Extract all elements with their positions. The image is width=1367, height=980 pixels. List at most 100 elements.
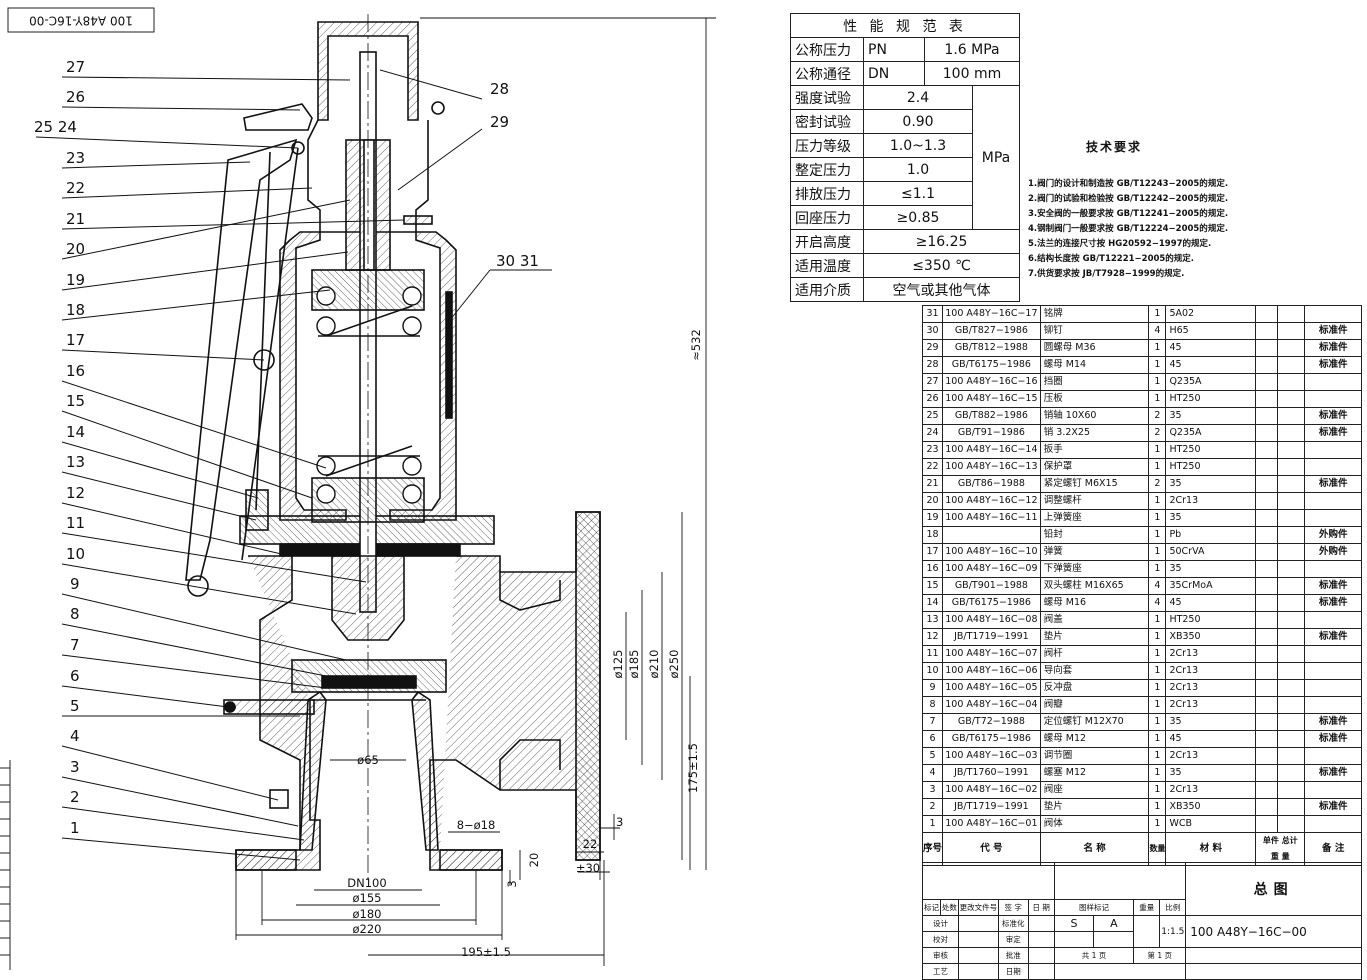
bom-cell-unit-weight: [1255, 509, 1278, 527]
bom-header-weight-label: 重 量: [1270, 852, 1290, 861]
bom-cell-name: 导向套: [1039, 662, 1150, 680]
bom-cell-total-weight: [1276, 577, 1306, 595]
bom-header-note: 备 注: [1304, 832, 1362, 866]
bom-cell-qty: 1: [1148, 815, 1167, 833]
dim-holes: 8−ø18: [457, 818, 496, 832]
bom-cell-note: 标准件: [1304, 475, 1362, 493]
bom-cell-unit-weight: [1255, 730, 1278, 748]
bom-cell-unit-weight: [1255, 526, 1278, 544]
bom-cell-no: 1: [921, 815, 944, 833]
bom-cell-qty: 1: [1148, 798, 1167, 816]
drawing-number-stamp: 100 A48Y-16C-00: [29, 14, 133, 28]
bom-cell-unit-weight: [1255, 662, 1278, 680]
bom-cell-note: 标准件: [1304, 407, 1362, 425]
performance-table-title: 性 能 规 范 表: [790, 13, 1020, 38]
callout-numbers: 1 2 3 4 5 6 7 8 9 10 11 12 13 14 15 16 1…: [34, 58, 539, 837]
performance-table: 性 能 规 范 表 公称压力 PN 1.6 MPa 公称通径 DN 100 mm: [790, 13, 1020, 86]
tb-scale: 1:1.5: [1159, 915, 1187, 948]
bom-cell-unit-weight: [1255, 713, 1278, 731]
callout-18: 18: [66, 301, 85, 319]
dimension-texts: ≈532 DN100 ø155 ø180 ø220 ø65 8−ø18 195±…: [347, 329, 703, 959]
bom-cell-material: 2Cr13: [1165, 645, 1257, 663]
bom-cell-no: 4: [921, 764, 944, 782]
perf-value: 100 mm: [924, 61, 1020, 86]
tech-item: 5.法兰的连接尺寸按 HG20592−1997的规定.: [1028, 239, 1212, 249]
bom-cell-qty: 2: [1148, 407, 1167, 425]
bom-cell-material: 50CrVA: [1165, 543, 1257, 561]
bom-header-name: 名 称: [1039, 832, 1150, 866]
bom-header-mat: 材 料: [1165, 832, 1257, 866]
tb-label-sign: 签 字: [997, 899, 1029, 916]
tb-label-date: 日 期: [1027, 899, 1055, 916]
bom-cell-no: 31: [921, 305, 944, 323]
bom-cell-note: 标准件: [1304, 577, 1362, 595]
perf-value: 2.4: [863, 85, 973, 110]
bom-cell-unit-weight: [1255, 747, 1278, 765]
bom-cell-name: 阀杆: [1039, 645, 1150, 663]
bom-cell-qty: 1: [1148, 696, 1167, 714]
bom-cell-material: HT250: [1165, 458, 1257, 476]
bom-cell-qty: 1: [1148, 373, 1167, 391]
callout-29: 29: [490, 113, 509, 131]
bom-cell-total-weight: [1276, 322, 1306, 340]
bom-cell-qty: 1: [1148, 390, 1167, 408]
bom-cell-code: GB/T812−1988: [942, 339, 1041, 357]
bom-cell-note: [1304, 747, 1362, 765]
dim-h175: 175±1.5: [686, 743, 700, 793]
bom-cell-code: GB/T72−1988: [942, 713, 1041, 731]
bom-cell-code: GB/T91−1986: [942, 424, 1041, 442]
bom-cell-name: 螺塞 M12: [1039, 764, 1150, 782]
bom-cell-total-weight: [1276, 798, 1306, 816]
bom-cell-qty: 4: [1148, 594, 1167, 612]
bom-cell-name: 调整螺杆: [1039, 492, 1150, 510]
perf-value: 空气或其他气体: [863, 277, 1020, 302]
tb-label-review: 审定: [997, 931, 1029, 948]
bom-cell-name: 铭牌: [1039, 305, 1150, 323]
perf-label: 密封试验: [790, 109, 864, 134]
bom-cell-total-weight: [1276, 475, 1306, 493]
bom-cell-material: HT250: [1165, 611, 1257, 629]
bom-cell-total-weight: [1276, 509, 1306, 527]
perf-label: 回座压力: [790, 205, 864, 230]
perf-value: 1.0: [863, 157, 973, 182]
bom-cell-total-weight: [1276, 305, 1306, 323]
callout-12: 12: [66, 484, 85, 502]
bom-cell-material: 2Cr13: [1165, 679, 1257, 697]
bom-cell-qty: 1: [1148, 747, 1167, 765]
bom-cell-material: XB350: [1165, 628, 1257, 646]
bom-cell-qty: 1: [1148, 611, 1167, 629]
perf-value: 1.6 MPa: [924, 37, 1020, 62]
bom-cell-total-weight: [1276, 458, 1306, 476]
callout-28: 28: [490, 80, 509, 98]
bom-cell-total-weight: [1276, 339, 1306, 357]
bom-cell-qty: 2: [1148, 424, 1167, 442]
tb-sheet: 第 1 页: [1133, 947, 1187, 964]
dim-d185: ø185: [627, 650, 641, 679]
bom-cell-name: 螺母 M16: [1039, 594, 1150, 612]
dim-d220: ø220: [353, 922, 382, 936]
perf-value: ≥0.85: [863, 205, 973, 230]
callout-3: 3: [70, 758, 80, 776]
bom-cell-note: [1304, 305, 1362, 323]
bom-cell-material: HT250: [1165, 441, 1257, 459]
bom-cell-unit-weight: [1255, 798, 1278, 816]
perf-label: 整定压力: [790, 157, 864, 182]
callout-15: 15: [66, 392, 85, 410]
bom-cell-no: 25: [921, 407, 944, 425]
tb-sheets: 共 1 页: [1053, 947, 1135, 964]
bom-cell-total-weight: [1276, 679, 1306, 697]
bom-cell-total-weight: [1276, 815, 1306, 833]
bom-cell-name: 调节圈: [1039, 747, 1150, 765]
bom-cell-material: 45: [1165, 730, 1257, 748]
